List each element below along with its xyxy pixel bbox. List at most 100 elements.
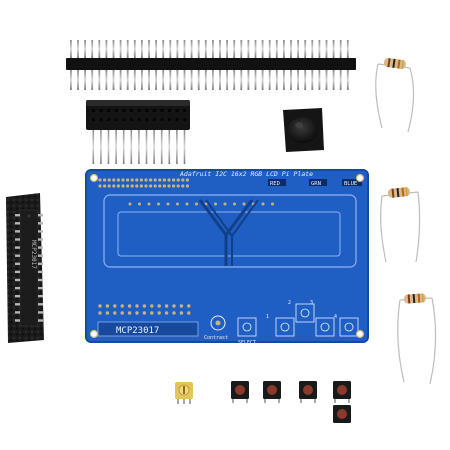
pcb-pad	[103, 184, 107, 188]
ic-pin	[38, 238, 43, 241]
header-pin	[77, 40, 79, 58]
pcb-pad	[149, 184, 153, 188]
ic-pin	[38, 270, 43, 274]
pcb-pad	[176, 184, 180, 188]
ic-pin	[38, 214, 43, 217]
header-pin	[105, 70, 108, 90]
pcb-pad	[172, 178, 176, 182]
ic-pin	[38, 278, 43, 282]
pcb-pad	[214, 202, 217, 206]
header-pin	[183, 70, 186, 90]
chip-footprint-label: MCP23017	[116, 326, 159, 336]
header-pin	[141, 40, 143, 58]
socket-hole	[107, 118, 111, 121]
socket-hole	[114, 118, 118, 121]
header-pin	[240, 40, 243, 58]
header-pin	[91, 40, 94, 58]
pcb-pad	[142, 311, 147, 315]
socket-hole	[92, 109, 95, 112]
contrast-label: Contrast	[204, 335, 228, 341]
header-pin	[141, 70, 143, 90]
header-pin	[275, 70, 278, 90]
ic-pin	[38, 311, 43, 314]
select-label: SELECT	[238, 340, 256, 346]
socket-leg	[183, 130, 186, 164]
ic-pin	[15, 262, 20, 265]
pcb-pad	[126, 178, 130, 182]
pcb-pad	[172, 304, 176, 308]
lcd-window-outline	[103, 194, 357, 268]
header-pin	[77, 70, 79, 90]
pcb-pad	[130, 184, 134, 188]
header-pin	[148, 40, 150, 58]
socket-hole	[137, 118, 141, 121]
pcb-pad	[157, 304, 161, 308]
resistor-1	[375, 58, 415, 133]
pcb-pad	[150, 311, 154, 315]
header-pin	[318, 40, 321, 58]
pcb-pad	[179, 311, 184, 315]
ic-on-foam: MCP23017	[6, 193, 44, 343]
button-number-3: 3	[310, 300, 313, 306]
header-pin	[197, 70, 200, 90]
socket-leg	[130, 130, 133, 164]
pcb-pad	[187, 311, 191, 315]
ic-pin	[38, 319, 43, 322]
button-footprint-1	[275, 317, 295, 337]
header-pin	[275, 40, 278, 58]
pcb-pad	[150, 304, 154, 308]
tactile-button-cap	[337, 409, 347, 419]
socket-leg	[100, 130, 102, 164]
tactile-button-cap	[235, 385, 245, 395]
header-pin	[84, 40, 86, 58]
socket-hole	[152, 118, 156, 121]
mounting-hole	[355, 329, 365, 339]
pcb-pad	[135, 184, 139, 188]
ic-pin	[15, 303, 20, 306]
header-pin	[297, 40, 299, 58]
pcb-pad	[162, 178, 166, 182]
pcb-pad	[158, 178, 162, 182]
lcd-inner-outline	[117, 211, 341, 257]
header-pin	[290, 70, 292, 90]
socket-hole	[99, 118, 103, 121]
pcb-pad	[98, 184, 102, 188]
pcb-pad	[181, 178, 185, 182]
pcb-pad	[107, 184, 111, 188]
header-pin	[332, 70, 335, 90]
socket-hole	[175, 109, 179, 112]
socket-hole	[122, 109, 126, 112]
resistor-3	[397, 293, 437, 385]
pcb-pad	[185, 184, 189, 188]
header-pin	[190, 70, 193, 90]
pcb-pad	[139, 184, 143, 188]
contrast-pot-footprint	[210, 315, 226, 331]
ic-pin	[15, 222, 20, 225]
tactile-button	[333, 381, 351, 403]
socket-leg	[138, 130, 140, 164]
pcb-pad	[242, 202, 246, 206]
header-pin	[112, 40, 115, 58]
mounting-hole	[89, 329, 99, 339]
header-pin	[247, 40, 250, 58]
header-pin	[155, 70, 157, 90]
header-pin	[254, 40, 257, 58]
header-pin	[325, 70, 328, 90]
header-pin	[283, 70, 285, 90]
pcb-pad	[107, 178, 111, 182]
ic-pin	[38, 246, 43, 249]
socket-leg	[160, 130, 163, 164]
header-pin	[212, 70, 214, 90]
pcb-pad	[181, 184, 185, 188]
tactile-button-leg	[246, 399, 248, 403]
tactile-button-leg	[232, 399, 234, 403]
socket-leg	[176, 130, 178, 164]
header-pin	[254, 70, 257, 90]
socket-leg	[107, 130, 110, 164]
header-pin	[311, 40, 314, 58]
pcb-pad	[167, 184, 171, 188]
pcb-pad	[135, 311, 139, 315]
pcb-pad	[98, 178, 102, 182]
socket-leg	[145, 130, 148, 164]
pcb-pad	[153, 178, 157, 182]
